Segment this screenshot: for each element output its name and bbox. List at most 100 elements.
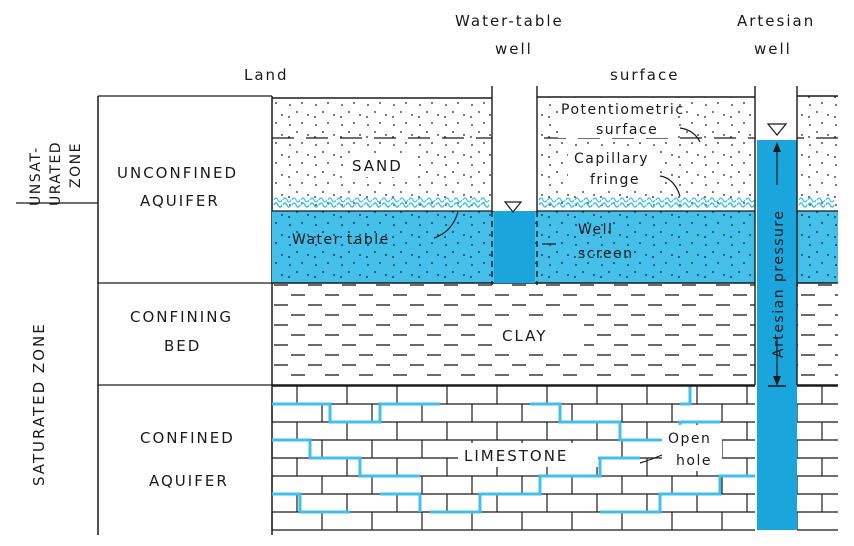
limestone-layer <box>271 385 838 531</box>
fringe-mark <box>565 197 575 203</box>
fringe-mark <box>426 202 436 208</box>
fringe-mark <box>664 197 674 203</box>
fringe-mark <box>471 202 481 208</box>
arrow-down-icon <box>773 376 781 386</box>
fringe-mark <box>610 197 620 203</box>
fringe-mark <box>673 197 683 203</box>
clay-label: CLAY <box>502 327 547 345</box>
unsat-line2: URATED <box>48 141 64 206</box>
fringe-mark <box>381 202 391 208</box>
unsat-line1: UNSAT- <box>28 146 44 206</box>
fringe-mark <box>807 197 817 203</box>
fringe-mark <box>462 197 472 203</box>
fringe-mark <box>592 197 602 203</box>
surface-label: surface <box>610 66 679 84</box>
fringe-mark <box>309 197 319 203</box>
capillary-fringe-line1: Capillary <box>574 151 649 167</box>
fringe-mark <box>691 202 701 208</box>
fringe-mark <box>363 202 373 208</box>
fringe-mark <box>273 202 283 208</box>
fringe-mark <box>453 197 463 203</box>
capillary-fringe-line2: fringe <box>590 172 640 188</box>
water-table-well-title-1: Water-table <box>455 12 564 30</box>
fringe-mark <box>556 202 566 208</box>
fringe-mark <box>480 197 490 203</box>
fringe-mark <box>453 202 463 208</box>
unsat-line3: ZONE <box>68 142 84 188</box>
fringe-mark <box>745 197 755 203</box>
fringe-mark <box>462 202 472 208</box>
fringe-mark <box>408 202 418 208</box>
fringe-mark <box>345 197 355 203</box>
fringe-mark <box>336 202 346 208</box>
fringe-mark <box>825 202 835 208</box>
fringe-mark <box>798 197 808 203</box>
arrow-up-icon <box>773 142 781 152</box>
fringe-mark <box>673 202 683 208</box>
fringe-mark <box>619 197 629 203</box>
fringe-mark <box>691 197 701 203</box>
land-label: Land <box>244 66 289 84</box>
fringe-mark <box>592 202 602 208</box>
fringe-mark <box>646 202 656 208</box>
fringe-mark <box>538 197 548 203</box>
fringe-mark <box>282 202 292 208</box>
fringe-mark <box>318 202 328 208</box>
confined-aquifer-line2: AQUIFER <box>149 472 229 490</box>
fringe-mark <box>664 202 674 208</box>
fringe-mark <box>435 202 445 208</box>
fringe-mark <box>601 197 611 203</box>
potentiometric-surface-line1: Potentiometric <box>561 102 685 118</box>
artesian-pressure-label: Artesian pressure <box>771 210 787 359</box>
fringe-mark <box>291 197 301 203</box>
fringe-mark <box>700 197 710 203</box>
fringe-mark <box>426 197 436 203</box>
fringe-mark <box>825 197 835 203</box>
fringe-mark <box>682 197 692 203</box>
well-screen-line2: screen <box>578 246 634 262</box>
fringe-mark <box>736 202 746 208</box>
fringe-mark <box>655 202 665 208</box>
fringe-mark <box>718 197 728 203</box>
well-screen-line1: Well <box>578 222 613 238</box>
fringe-mark <box>655 197 665 203</box>
solution-channel <box>430 456 640 514</box>
fringe-mark <box>354 202 364 208</box>
fringe-mark <box>727 197 737 203</box>
confining-bed-line2: BED <box>164 337 201 355</box>
fringe-mark <box>435 197 445 203</box>
fringe-mark <box>318 197 328 203</box>
fringe-mark <box>583 197 593 203</box>
solution-channel <box>272 492 350 514</box>
fringe-mark <box>610 202 620 208</box>
potentiometric-surface-line2: surface <box>596 122 658 138</box>
fringe-mark <box>718 202 728 208</box>
fringe-mark <box>637 202 647 208</box>
fringe-mark <box>601 202 611 208</box>
water-level-triangle-icon <box>503 201 523 213</box>
fringe-mark <box>798 202 808 208</box>
limestone-label: LIMESTONE <box>464 447 568 465</box>
unconfined-aquifer-line2: AQUIFER <box>140 192 220 210</box>
open-hole-line2: hole <box>676 453 712 469</box>
fringe-mark <box>327 197 337 203</box>
fringe-mark <box>408 197 418 203</box>
fringe-mark <box>709 197 719 203</box>
fringe-mark <box>363 197 373 203</box>
fringe-mark <box>574 197 584 203</box>
fringe-mark <box>417 197 427 203</box>
artesian-well: Artesian pressure <box>754 86 798 540</box>
fringe-mark <box>745 202 755 208</box>
fringe-mark <box>736 197 746 203</box>
fringe-mark <box>309 202 319 208</box>
fringe-mark <box>417 202 427 208</box>
fringe-mark <box>345 202 355 208</box>
fringe-mark <box>480 202 490 208</box>
fringe-mark <box>471 197 481 203</box>
solution-channel <box>600 474 755 514</box>
fringe-mark <box>583 202 593 208</box>
fringe-mark <box>637 197 647 203</box>
fringe-mark <box>628 202 638 208</box>
fringe-mark <box>547 202 557 208</box>
